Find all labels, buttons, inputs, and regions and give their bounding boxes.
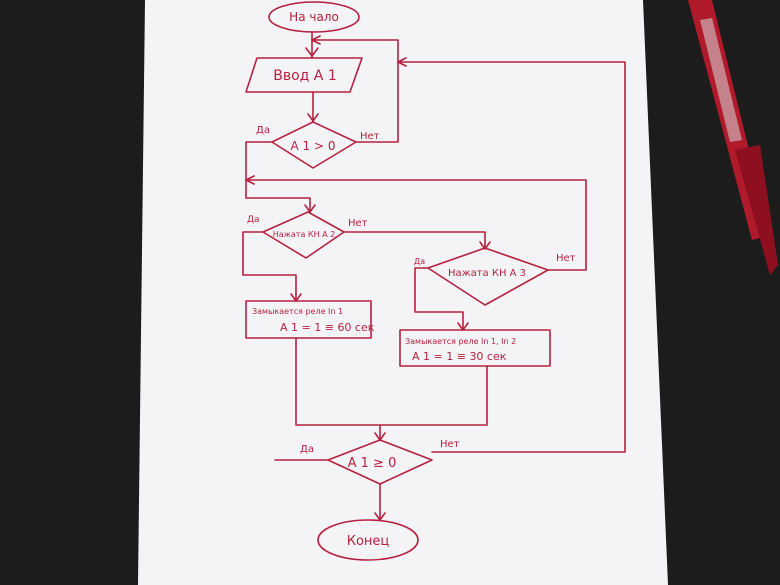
check1-text: А 1 > 0 [291,139,336,153]
check2-no-label: Нет [440,439,460,450]
check2-text: А 1 ≥ 0 [348,456,397,471]
pen-icon [688,0,778,275]
input-parallelogram [245,57,363,93]
button2-yes-label: Да [247,215,260,225]
check2-yes-label: Да [300,444,314,455]
paper-sheet [138,0,668,585]
button2-no-label: Нет [348,218,368,229]
start-text: На чало [289,10,339,24]
button3-text: Нажата КН А 3 [448,268,526,279]
start-terminal [268,1,360,33]
button3-yes-label: Да [414,257,425,266]
input-text: Ввод А 1 [273,68,337,84]
relay2-line1: Замыкается реле In 1, In 2 [405,337,516,346]
end-terminal [317,519,419,561]
button2-text: Нажата КН А 2 [273,230,335,239]
relay2-line2: А 1 = 1 ≡ 30 сек [412,350,507,363]
button3-no-label: Нет [556,253,576,264]
decision-a1-nonnegative [327,439,433,485]
process-relay-2 [399,329,551,367]
process-relay-1 [245,300,372,339]
connector-lines [242,31,626,521]
check1-yes-label: Да [256,125,270,136]
check1-no-label: Нет [360,131,380,142]
relay1-line1: Замыкается реле In 1 [252,307,343,316]
end-text: Конец [347,534,390,549]
relay1-line2: А 1 = 1 ≡ 60 сек [280,321,375,334]
